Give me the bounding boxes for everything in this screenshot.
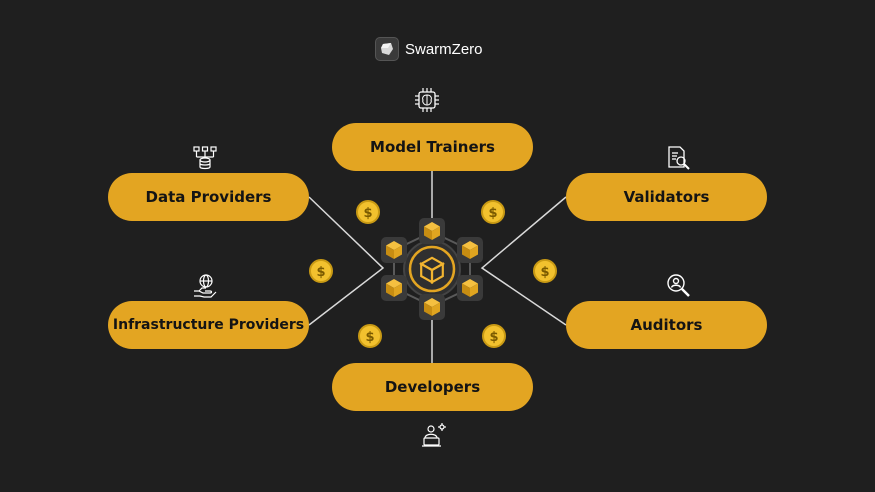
role-data-providers: Data Providers	[108, 173, 309, 221]
role-validators: Validators	[566, 173, 767, 221]
role-developers: Developers	[332, 363, 533, 411]
role-auditors: Auditors	[566, 301, 767, 349]
line-to-right-roles	[480, 196, 567, 326]
svg-text:$: $	[316, 265, 325, 280]
database-network-icon	[193, 146, 217, 170]
swarmzero-logo-icon	[375, 37, 399, 61]
brand-header: SwarmZero	[375, 36, 483, 62]
node-cube-icon	[419, 294, 445, 320]
role-infrastructure-providers: Infrastructure Providers	[108, 301, 309, 349]
document-search-icon	[668, 146, 690, 170]
coin-icon: $	[356, 200, 380, 224]
svg-text:$: $	[540, 265, 549, 280]
line-to-left-providers	[308, 196, 385, 326]
node-cube-icon	[419, 218, 445, 244]
brand-name: SwarmZero	[405, 40, 483, 58]
svg-text:$: $	[488, 206, 497, 221]
coin-icon: $	[481, 200, 505, 224]
node-cube-icon	[457, 237, 483, 263]
coin-icon: $	[309, 259, 333, 283]
developer-laptop-icon	[422, 423, 446, 447]
node-cube-icon	[381, 237, 407, 263]
coin-icon: $	[482, 324, 506, 348]
hub-cube-icon	[418, 256, 446, 284]
hand-globe-icon	[194, 274, 217, 298]
svg-text:$: $	[365, 330, 374, 345]
role-model-trainers: Model Trainers	[332, 123, 533, 171]
magnifier-person-icon	[667, 274, 690, 297]
node-cube-icon	[381, 275, 407, 301]
coin-icon: $	[358, 324, 382, 348]
coin-icon: $	[533, 259, 557, 283]
cpu-brain-icon	[415, 88, 439, 112]
node-cube-icon	[457, 275, 483, 301]
svg-text:$: $	[363, 206, 372, 221]
svg-text:$: $	[489, 330, 498, 345]
